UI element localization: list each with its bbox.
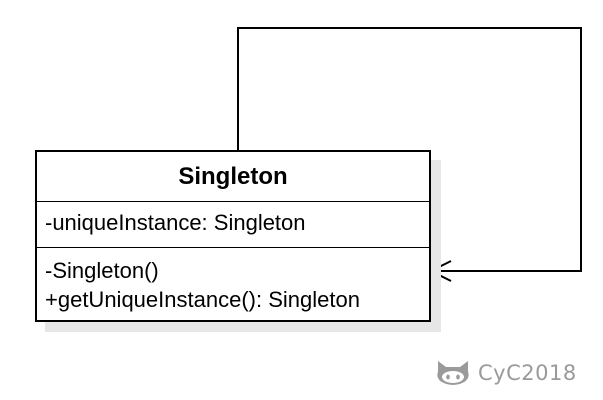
attribute: -uniqueInstance: Singleton bbox=[45, 210, 306, 235]
operation: -Singleton() bbox=[45, 258, 159, 283]
self-association-line bbox=[237, 27, 582, 272]
github-octocat-icon bbox=[437, 361, 469, 385]
operation: +getUniqueInstance(): Singleton bbox=[45, 287, 360, 312]
class-name: Singleton bbox=[37, 152, 429, 202]
class-operations: -Singleton() +getUniqueInstance(): Singl… bbox=[37, 248, 429, 314]
class-attributes: -uniqueInstance: Singleton bbox=[37, 202, 429, 248]
watermark-text: CyC2018 bbox=[478, 361, 577, 385]
watermark: CyC2018 bbox=[434, 358, 577, 388]
singleton-class-box[interactable]: Singleton -uniqueInstance: Singleton -Si… bbox=[35, 150, 431, 322]
association-arrowhead bbox=[428, 260, 452, 282]
